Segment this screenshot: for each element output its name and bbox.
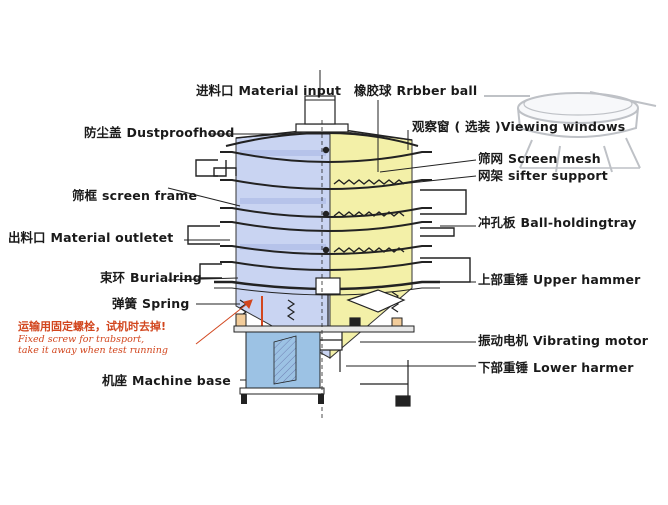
label-screen-mesh: 筛网 Screen mesh	[478, 152, 601, 166]
label-vibrating-motor: 振动电机 Vibrating motor	[478, 334, 648, 348]
lower-hammer	[339, 350, 411, 407]
label-material-input: 进料口 Material input	[196, 84, 341, 98]
transport-leader	[195, 299, 253, 345]
label-ball-holding-tray: 冲孔板 Ball-holdingtray	[478, 216, 637, 230]
label-zh: 出料口	[8, 230, 46, 245]
transport-note-zh: 运输用固定螺栓，试机时去掉!	[18, 320, 167, 333]
label-en: Material outletet	[50, 230, 174, 245]
label-en: sifter support	[508, 168, 608, 183]
transport-note-en-1: Fixed screw for trabsport,	[18, 334, 145, 345]
label-en: Material input	[238, 83, 342, 98]
label-sifter-support: 网架 sifter support	[478, 169, 608, 183]
label-en: Dustproofhood	[126, 125, 235, 140]
label-zh: 振动电机	[478, 333, 529, 348]
label-zh: 上部重锤	[478, 272, 529, 287]
product-photo	[484, 91, 657, 173]
label-en: Spring	[142, 296, 190, 311]
label-zh: 防尘盖	[84, 125, 122, 140]
label-machine-base: 机座 Machine base	[102, 374, 231, 388]
label-upper-hammer: 上部重锤 Upper hammer	[478, 273, 640, 287]
label-en: Lower harmer	[533, 360, 634, 375]
label-en: Screen mesh	[508, 151, 601, 166]
transport-note-en-2: take it away when test running	[18, 345, 168, 356]
label-en: Ball-holdingtray	[520, 215, 637, 230]
label-zh: 网架	[478, 168, 504, 183]
label-en: Machine base	[132, 373, 231, 388]
label-dustproof-hood: 防尘盖 Dustproofhood	[84, 126, 235, 140]
label-rubber-ball: 橡胶球 Rrbber ball	[354, 84, 477, 98]
label-zh: 下部重锤	[478, 360, 529, 375]
label-en: Upper hammer	[533, 272, 641, 287]
material-inlet	[304, 70, 336, 125]
material-outlets-right	[420, 189, 471, 283]
label-spring: 弹簧 Spring	[112, 297, 189, 311]
label-zh: 机座	[102, 373, 128, 388]
label-material-outlet: 出料口 Material outletet	[8, 231, 173, 245]
label-en: ( 选装 )Viewing windows	[454, 119, 626, 134]
vibrating-motor	[315, 289, 406, 351]
label-zh: 进料口	[196, 83, 234, 98]
label-zh: 弹簧	[112, 296, 138, 311]
label-en: Burialring	[130, 270, 202, 285]
label-zh: 束环	[100, 270, 126, 285]
label-en: Rrbber ball	[396, 83, 478, 98]
material-outlets-left	[187, 159, 237, 279]
label-viewing-windows: 观察窗 ( 选装 )Viewing windows	[412, 120, 625, 134]
leader-lines	[167, 100, 477, 381]
label-burial-ring: 束环 Burialring	[100, 271, 202, 285]
label-en: screen frame	[102, 188, 198, 203]
label-screen-frame: 筛框 screen frame	[72, 189, 197, 203]
label-zh: 橡胶球	[354, 83, 392, 98]
rubber-balls	[322, 146, 330, 254]
label-zh: 筛网	[478, 151, 504, 166]
label-zh: 冲孔板	[478, 215, 516, 230]
screen-mesh	[333, 179, 405, 253]
left-shell	[235, 129, 331, 359]
label-zh: 观察窗	[412, 119, 450, 134]
machine-base	[233, 325, 415, 404]
label-zh: 筛框	[72, 188, 98, 203]
label-lower-hammer: 下部重锤 Lower harmer	[478, 361, 634, 375]
label-en: Vibrating motor	[533, 333, 649, 348]
